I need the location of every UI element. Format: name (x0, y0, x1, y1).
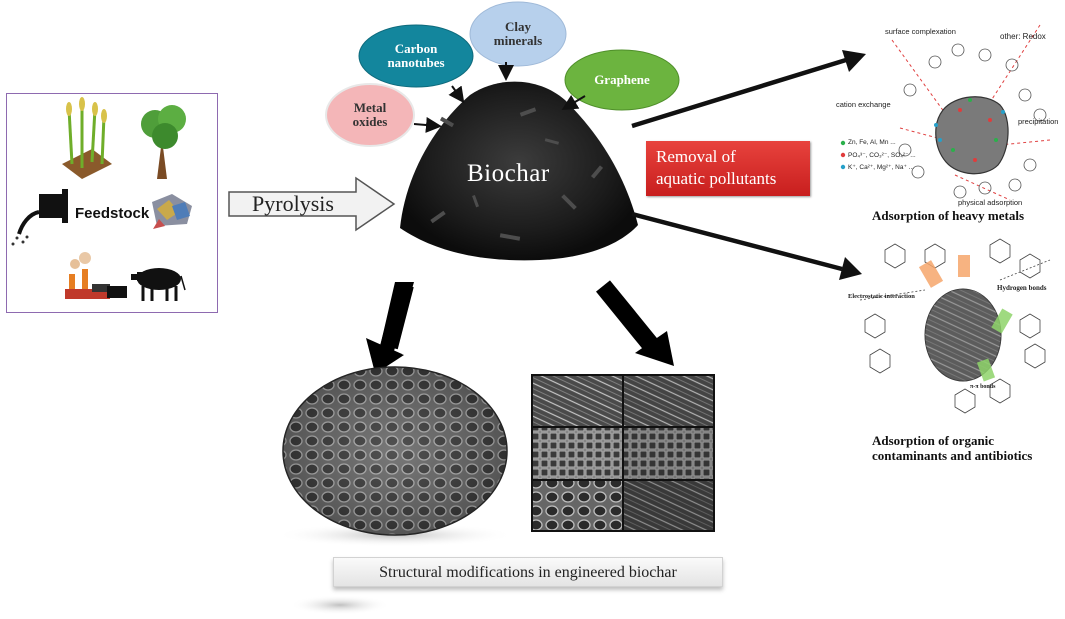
modifier-graphene (564, 49, 680, 111)
arrow-to-sem-grid (596, 280, 674, 366)
surface-complexation-label: surface complexation (885, 27, 956, 36)
organics-core (918, 255, 1013, 382)
electrostatic-label: Electrostatic interaction (848, 293, 915, 300)
pyrolysis-label: Pyrolysis (252, 191, 334, 216)
structural-shadow (290, 595, 390, 615)
graphene-label: Graphene (594, 72, 650, 87)
factory-icon (65, 252, 127, 299)
tree-icon (141, 105, 186, 179)
clay-minerals-label: Clay minerals (493, 19, 543, 48)
arrow-graphene (561, 94, 586, 111)
arrow-to-heavy-metals (631, 50, 866, 129)
arrow-carbon-nanotubes (448, 85, 465, 104)
wastewater-icon (11, 189, 68, 246)
sem-ellipse-image (282, 366, 508, 536)
precipitation-label: precipitation (1018, 117, 1059, 126)
cow-icon (131, 268, 186, 301)
solid-waste-icon (152, 194, 192, 229)
legend-anions: PO₄³⁻, CO₃²⁻, SO₄²⁻ ... (848, 152, 916, 159)
legend-metals: Zn, Fe, Al, Mn ... (848, 139, 896, 146)
arrow-to-sem-ellipse (366, 282, 414, 373)
arrow-to-organics (631, 211, 862, 280)
modifier-carbon-nanotubes (358, 24, 474, 88)
structural-modifications-label: Structural modifications in engineered b… (333, 557, 723, 587)
feedstock-icons (11, 97, 192, 301)
removal-box: Removal of aquatic pollutants (646, 141, 810, 196)
biochar-label: Biochar (467, 160, 550, 187)
sem-grid-image (531, 374, 715, 532)
hydrogen-bonds-label: Hydrogen bonds (997, 284, 1047, 292)
heavy-metals-caption: Adsorption of heavy metals (872, 208, 1025, 223)
pi-bonds-label: π-π bonds (970, 384, 996, 390)
pyrolysis-arrow (228, 176, 396, 232)
feedstock-box: Feedstock (6, 93, 218, 313)
modifier-clay-minerals (469, 1, 567, 67)
redox-label: other: Redox (1000, 32, 1046, 41)
cation-exchange-label: cation exchange (836, 100, 891, 109)
feedstock-label: Feedstock (75, 205, 150, 222)
physical-adsorption-label: physical adsorption (958, 198, 1023, 207)
heavy-metals-diagram (840, 24, 1051, 201)
crop-icon (62, 97, 112, 179)
organics-caption: Adsorption of organic contaminants and a… (872, 433, 1033, 463)
metal-oxides-label: Metal oxides (352, 100, 388, 129)
modifier-metal-oxides (325, 83, 415, 147)
biochar-pile (400, 81, 638, 261)
carbon-nanotubes-label: Carbon nanotubes (387, 41, 445, 70)
legend-cations: K⁺, Ca²⁺, Mg²⁺, Na⁺ ... (848, 164, 915, 171)
organics-diagram (859, 238, 1051, 414)
arrow-metal-oxides (413, 117, 442, 133)
